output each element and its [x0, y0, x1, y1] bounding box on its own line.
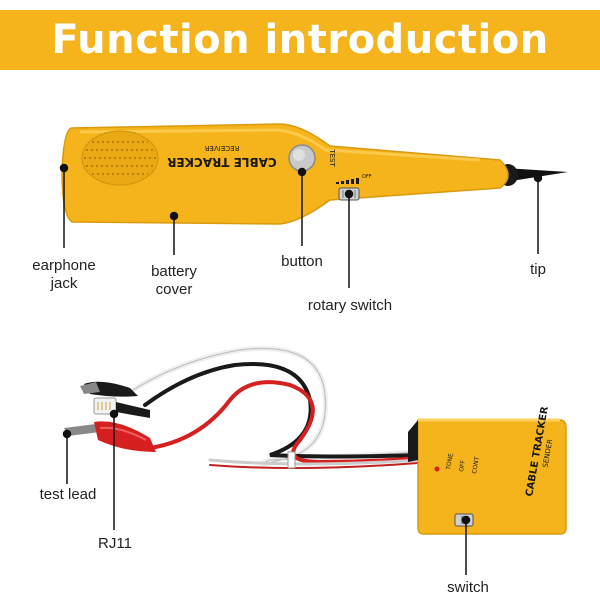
- off-text: OFF: [362, 174, 372, 180]
- sender-body: [417, 419, 567, 535]
- label-earphone-jack: earphone jack: [32, 257, 96, 292]
- receiver-sub-text: RECEIVER: [205, 144, 240, 152]
- label-switch: switch: [447, 579, 489, 596]
- sender-callouts: [62, 409, 471, 575]
- label-tip: tip: [530, 261, 546, 278]
- label-rotary-switch: rotary switch: [307, 297, 393, 314]
- mode-tone: TONE: [445, 453, 455, 472]
- receiver-brand-text: CABLE TRACKER: [167, 155, 277, 169]
- test-lead-wires: [127, 345, 423, 470]
- test-text: TEST: [328, 148, 336, 167]
- volume-scale: [336, 178, 359, 184]
- tone-led: [434, 466, 440, 472]
- label-test-lead: test lead: [39, 486, 97, 503]
- mode-off: OFF: [458, 459, 467, 472]
- title-banner: Function introduction: [0, 10, 600, 70]
- sender-device: CABLE TRACKER SENDER TONE OFF CONT: [408, 405, 567, 535]
- label-rj11: RJ11: [98, 535, 132, 552]
- rj11-plug[interactable]: [93, 397, 150, 418]
- banner-title: Function introduction: [51, 17, 549, 63]
- red-clip: [64, 421, 156, 452]
- receiver-device: CABLE TRACKER RECEIVER TEST OFF: [61, 123, 568, 225]
- speaker-grille: [81, 130, 159, 186]
- label-battery-cover: battery cover: [151, 263, 197, 298]
- mode-cont: CONT: [471, 456, 481, 474]
- label-button: button: [281, 253, 323, 270]
- black-clip: [80, 381, 138, 397]
- receiver-callouts: [59, 163, 543, 288]
